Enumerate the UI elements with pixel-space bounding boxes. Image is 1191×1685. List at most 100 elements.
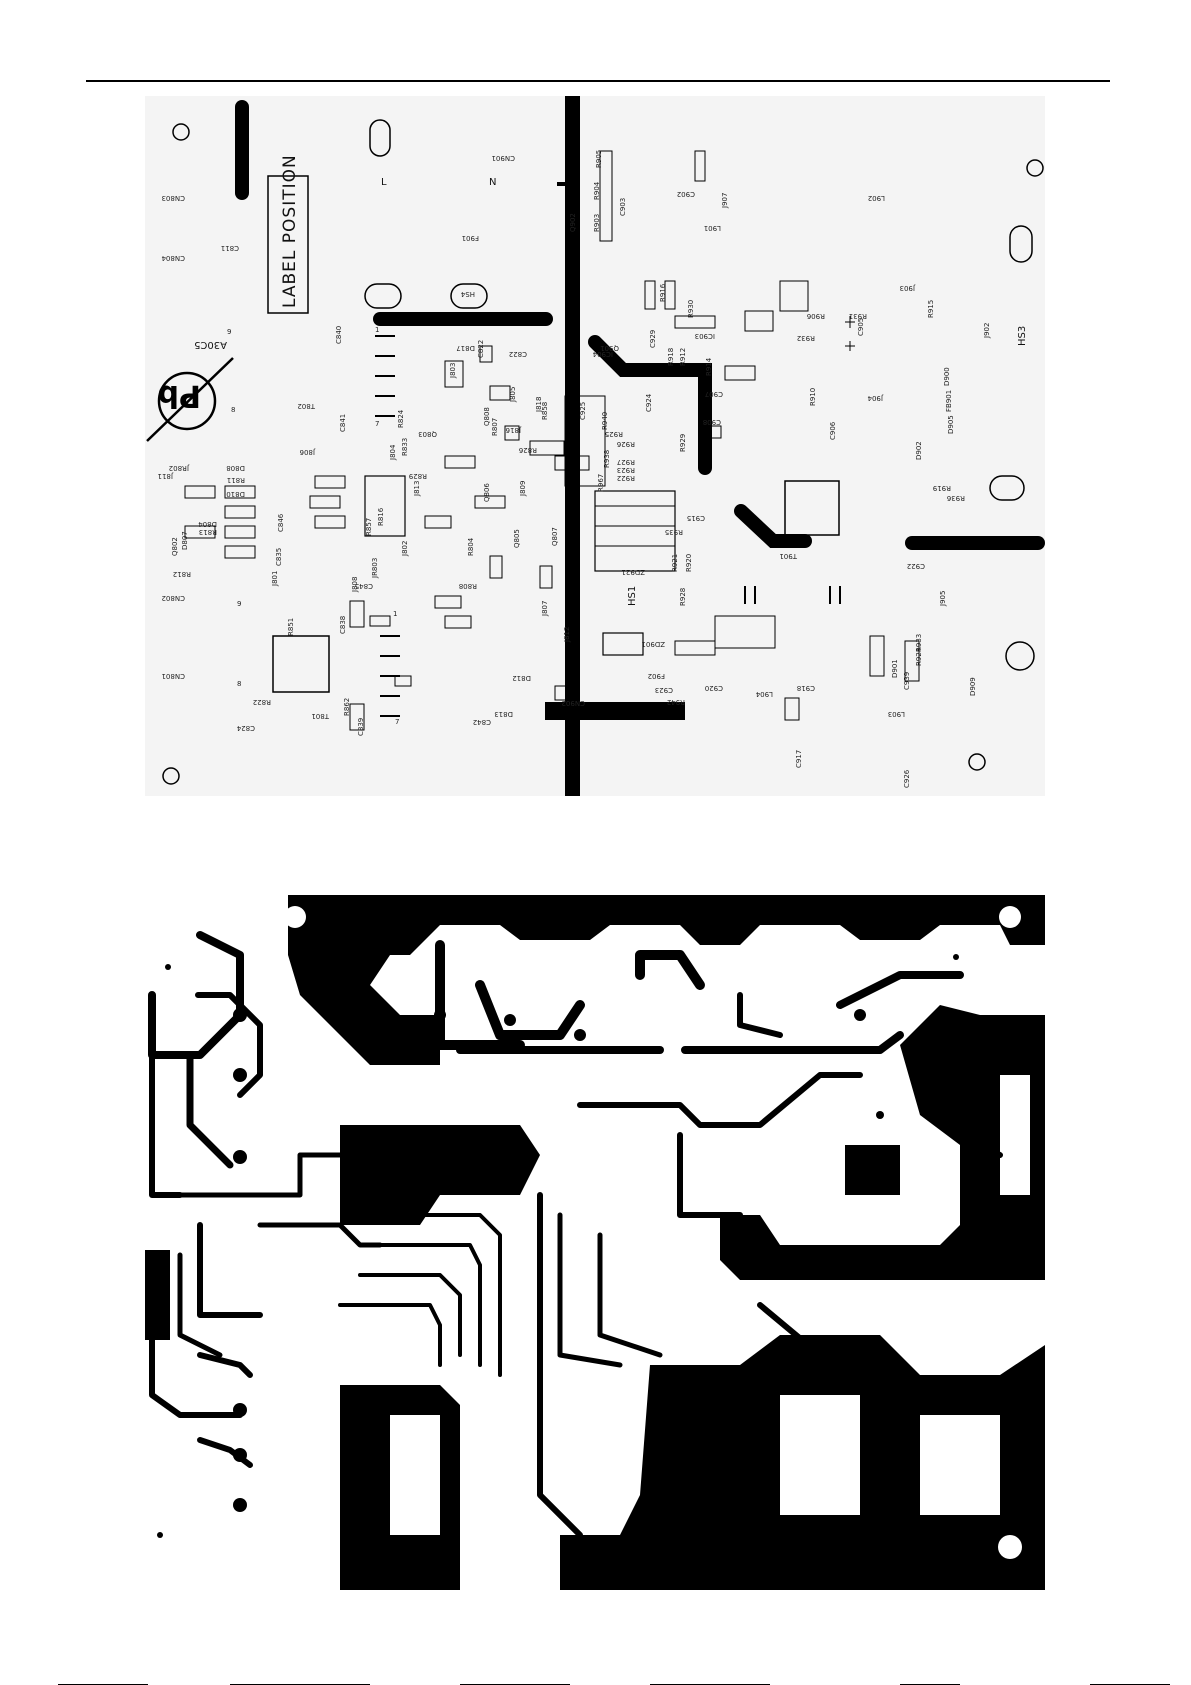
component-label: JR803 <box>371 558 379 579</box>
silk-bar <box>734 504 812 548</box>
component-label: J801 <box>271 571 279 587</box>
component-label: J813 <box>413 481 421 497</box>
component-label: C907 <box>705 390 723 398</box>
component-label: R829 <box>409 472 427 480</box>
component-label: R910 <box>809 388 817 406</box>
copper-pour <box>845 1145 900 1195</box>
component-label: Q802 <box>171 537 179 556</box>
component-label: J811 <box>158 472 174 480</box>
pin-mark: 1 <box>375 326 379 334</box>
component-label: R914 <box>705 357 713 376</box>
mount-hole-icon <box>968 753 986 771</box>
component-label: J804 <box>389 444 397 461</box>
component-label: T802 <box>297 402 316 410</box>
component-label: C822 <box>509 350 527 358</box>
silk-bar <box>235 100 249 200</box>
component-label: R938 <box>603 450 611 468</box>
component-label: L902 <box>868 194 885 202</box>
heatsink-label: HS1 <box>627 586 638 606</box>
copper-pour <box>720 1005 1045 1280</box>
component-label: R833 <box>401 438 409 456</box>
component-label: IC904 <box>592 350 613 358</box>
component-label: J802 <box>401 541 409 557</box>
rectifier-legs <box>375 335 841 717</box>
label-position-box <box>267 175 309 314</box>
component-label: C841 <box>339 414 347 432</box>
component-label: R906 <box>806 312 825 320</box>
component-label: R915 <box>927 300 935 318</box>
component-label: J806 <box>299 448 316 456</box>
component-label: J902 <box>983 323 991 339</box>
component-label: R928 <box>679 588 687 606</box>
component-label: R904 <box>593 181 601 200</box>
component-label: C906 <box>829 421 837 440</box>
mount-hole-icon <box>1026 159 1044 177</box>
component-label: Q807 <box>551 527 559 546</box>
component-label: R926 <box>616 440 635 448</box>
component-label: R925 <box>605 430 623 438</box>
component-label: Q902 <box>569 213 577 232</box>
component-label: L901 <box>704 224 721 232</box>
silk-bar <box>557 182 571 186</box>
component-label: R923 <box>617 466 635 474</box>
component-label: T801 <box>311 712 330 720</box>
copper-pour <box>340 1125 540 1225</box>
component-label: R930 <box>687 300 695 318</box>
component-label: D901 <box>891 659 899 678</box>
connector-label: CN803 <box>162 194 186 202</box>
component-label: D804 <box>198 520 217 528</box>
component-label: D810 <box>226 490 245 498</box>
component-label: R822 <box>253 698 271 706</box>
component-label: D813 <box>494 710 513 718</box>
component-label: C839 <box>357 718 365 736</box>
component-label: C845 <box>355 582 373 590</box>
slot-hole-icon <box>989 475 1025 501</box>
component-label: R936 <box>946 494 965 502</box>
component-label: R929 <box>679 434 687 452</box>
silk-bar <box>905 536 1045 550</box>
component-label: R808 <box>459 582 477 590</box>
heatsink-label: HS3 <box>1017 326 1028 346</box>
mount-hole-icon <box>1005 641 1035 671</box>
component-label: R922 <box>617 474 635 482</box>
copper-panel <box>140 895 1045 1590</box>
component-label: C840 <box>335 326 343 344</box>
component-label: C925 <box>579 402 587 420</box>
component-label: J818 <box>535 397 543 413</box>
component-label: JR802 <box>169 464 190 472</box>
polarity-marks <box>845 316 855 351</box>
silkscreen-drawing: LABEL POSITION Pb A30C5 <box>146 96 1045 796</box>
component-label: J812 <box>563 627 571 643</box>
component-label: J816 <box>505 426 522 434</box>
mains-l-mark: L <box>381 177 387 188</box>
slot-hole-icon <box>1009 225 1033 263</box>
component-label: IC903 <box>695 332 715 340</box>
transformer-footprint <box>272 635 330 693</box>
component-label: R967 <box>597 474 605 492</box>
pin-mark: 8 <box>237 680 241 688</box>
component-label: C915 <box>687 514 705 522</box>
component-label: R824 <box>397 409 405 428</box>
component-label: R811 <box>227 476 245 484</box>
copper-clearances <box>284 906 1030 1559</box>
component-label: R918 <box>667 348 675 366</box>
component-label: D905 <box>947 415 955 434</box>
component-label: D808 <box>226 464 245 472</box>
component-label: C924 <box>645 393 653 412</box>
pin-mark: 7 <box>395 718 399 726</box>
component-label: C922 <box>907 562 925 570</box>
component-label: R807 <box>491 418 499 436</box>
copper-traces <box>148 931 1003 1538</box>
component-label: R862 <box>343 698 351 716</box>
transformer-footprint <box>784 480 840 536</box>
component-label: R912 <box>679 348 687 366</box>
component-label: ZD921 <box>621 568 645 576</box>
component-label: D900 <box>943 367 951 386</box>
smd-footprints <box>184 150 920 731</box>
component-label: F902 <box>648 672 665 680</box>
component-label: R919 <box>933 484 951 492</box>
slot-hole-icon <box>364 283 402 309</box>
pb-text: Pb <box>158 378 201 413</box>
isolation-line <box>565 96 580 796</box>
component-label: J803 <box>449 363 457 379</box>
